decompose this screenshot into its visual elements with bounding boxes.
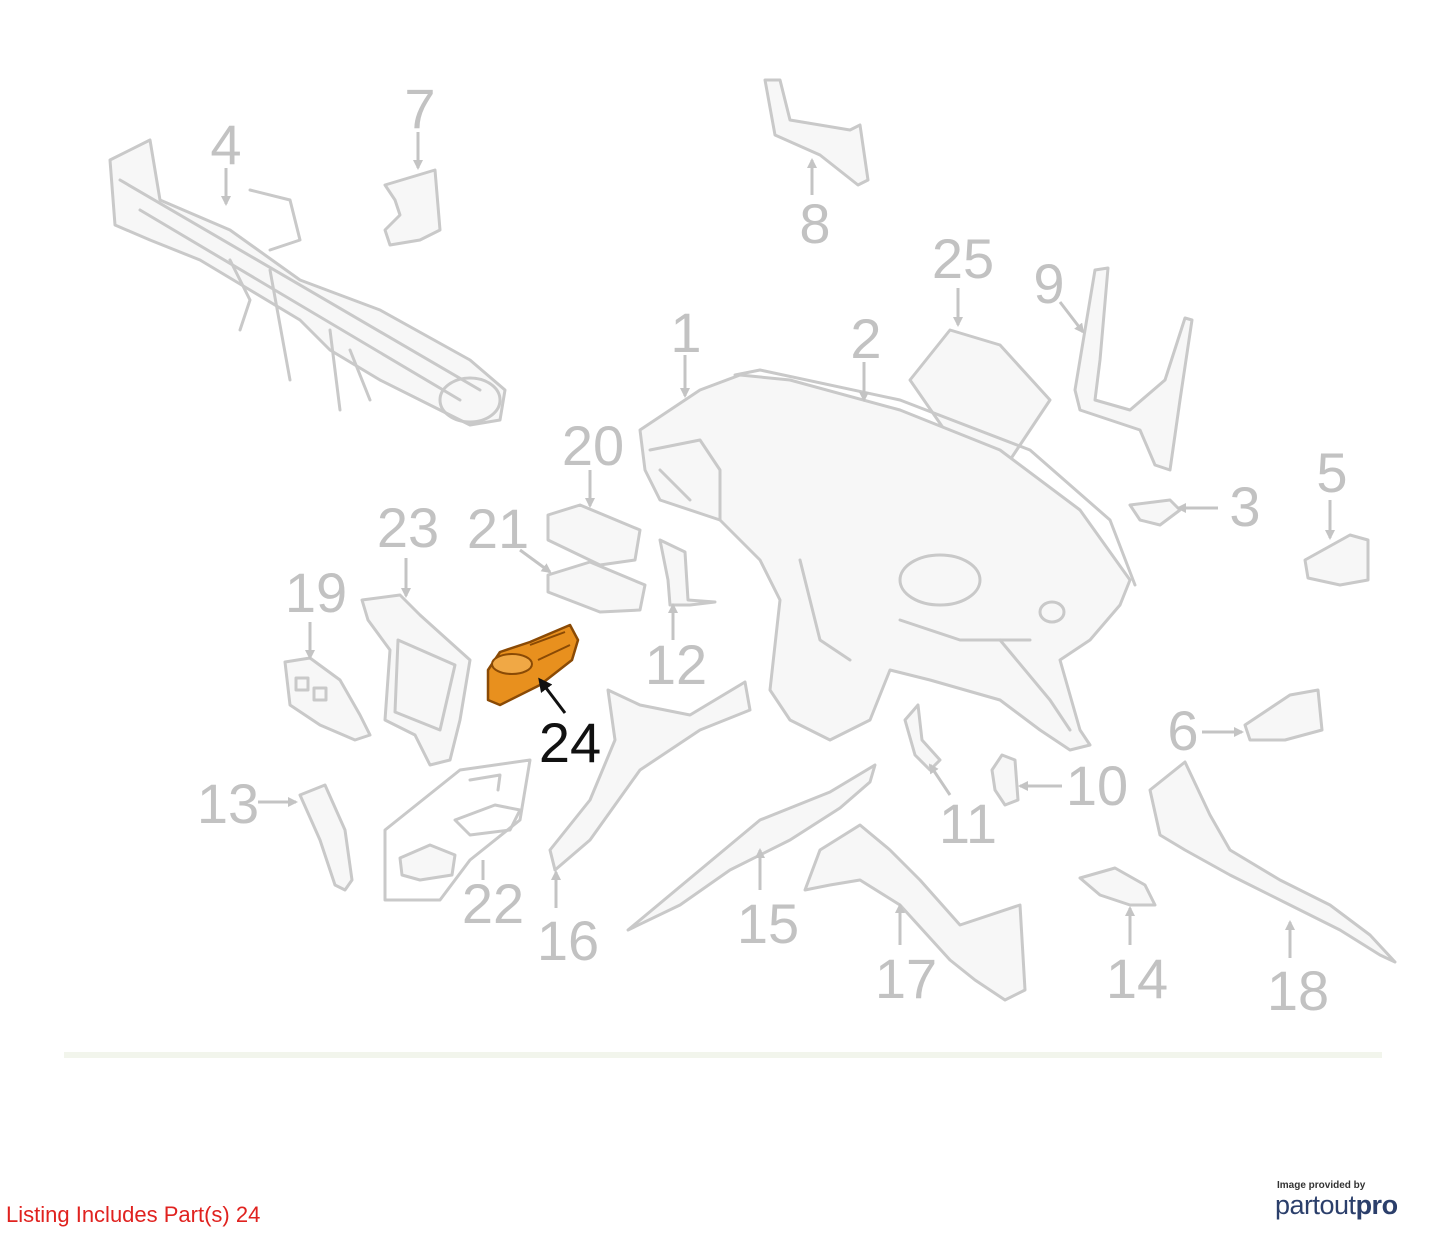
label-24: 24 — [539, 711, 601, 774]
part-10-clip-drawing — [990, 753, 1020, 807]
label-23: 23 — [377, 496, 439, 559]
label-8: 8 — [799, 192, 830, 255]
part-20-panel-drawing — [546, 503, 642, 567]
part-19-panel-drawing — [283, 656, 372, 742]
label-17: 17 — [875, 947, 937, 1010]
leader-24 — [538, 677, 567, 714]
listing-includes-note: Listing Includes Part(s) 24 — [6, 1202, 261, 1227]
part-18-trim-drawing — [1148, 760, 1397, 964]
part-6-bracket-drawing — [1243, 688, 1324, 742]
part-14-pocket-drawing — [1078, 866, 1157, 907]
label-21: 21 — [467, 497, 529, 560]
label-4: 4 — [210, 113, 241, 176]
part-5-bracket-drawing — [1303, 533, 1370, 587]
part-1-dashboard-drawing — [638, 368, 1137, 752]
label-5: 5 — [1316, 441, 1347, 504]
label-7: 7 — [404, 77, 435, 140]
label-1: 1 — [670, 301, 701, 364]
part-12-bracket-drawing — [658, 538, 717, 607]
part-7-bracket-drawing — [383, 168, 442, 247]
label-10: 10 — [1066, 754, 1128, 817]
label-11: 11 — [939, 792, 997, 855]
part-3-clip-drawing — [1128, 498, 1182, 527]
logo-text-main: partout — [1275, 1190, 1356, 1220]
label-6: 6 — [1167, 699, 1198, 762]
logo-text-accent: pro — [1355, 1190, 1399, 1220]
part-22-switch-drawing — [383, 758, 532, 902]
label-3: 3 — [1229, 475, 1260, 538]
label-13: 13 — [197, 772, 259, 835]
label-18: 18 — [1267, 959, 1329, 1022]
label-2: 2 — [850, 307, 881, 370]
label-16: 16 — [537, 909, 599, 972]
part-4-crossbeam-drawing — [108, 138, 507, 427]
part-15-trim-drawing — [626, 763, 877, 932]
leader-21 — [519, 548, 552, 574]
part-17-knee-drawing — [803, 823, 1027, 1002]
leader-9 — [1058, 301, 1085, 334]
leader-11 — [928, 763, 952, 796]
part-21-panel-drawing — [546, 560, 647, 614]
part-8-bracket-drawing — [763, 78, 870, 187]
part-16-trim-drawing — [548, 680, 752, 872]
part-23-frame-drawing — [360, 593, 472, 767]
label-12: 12 — [645, 633, 707, 696]
partoutpro-logo: partoutpro — [1275, 1190, 1425, 1221]
label-9: 9 — [1033, 252, 1064, 315]
credit-caption: Image provided by — [1277, 1180, 1366, 1191]
part-9-bracket-drawing — [1073, 266, 1194, 472]
label-19: 19 — [285, 561, 347, 624]
label-14: 14 — [1106, 947, 1168, 1010]
label-22: 22 — [462, 872, 524, 935]
part-24-highlighted-drawing — [486, 623, 580, 707]
label-25: 25 — [932, 227, 994, 290]
part-13-strip-drawing — [298, 783, 354, 892]
label-15: 15 — [737, 892, 799, 955]
label-20: 20 — [562, 414, 624, 477]
part-11-clip-drawing — [903, 703, 942, 772]
image-credit: Image provided by partoutpro — [1275, 1180, 1425, 1221]
